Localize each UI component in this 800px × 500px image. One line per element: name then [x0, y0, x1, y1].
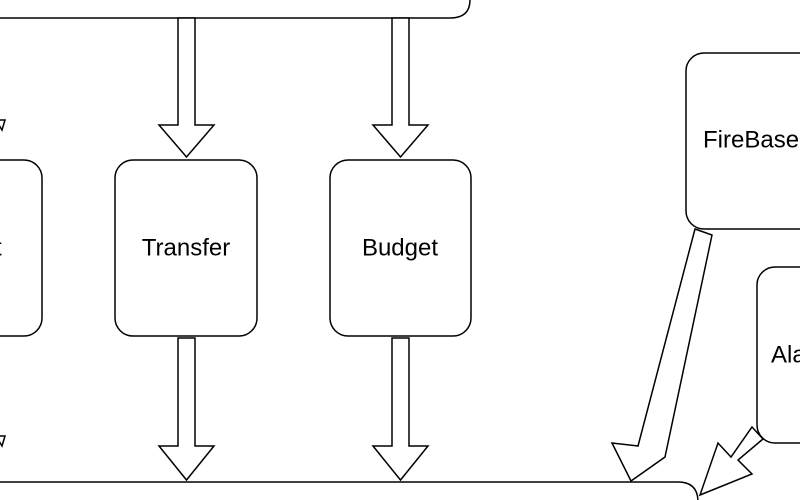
arrow-top-to-transfer: [157, 17, 216, 159]
left-partial-node: [0, 159, 43, 337]
alarm-node: [756, 266, 800, 444]
top-container-node: [0, 0, 471, 19]
firebase-node-label: FireBase: [703, 126, 799, 153]
left-partial-node-label: t: [0, 234, 2, 261]
transfer-node-label: Transfer: [142, 234, 230, 261]
bottom-container-node: [0, 481, 699, 500]
transfer-node: [114, 159, 258, 337]
arrow-firebase-to-bottom: [610, 228, 713, 483]
arrow-transfer-to-bottom: [157, 337, 216, 482]
alarm-node-label: Ala: [771, 341, 800, 368]
left-edge-arrow-top: [0, 119, 7, 132]
arrow-alarm-to-bottom: [698, 425, 765, 497]
budget-node: [329, 159, 472, 337]
arrow-top-to-budget: [371, 17, 430, 159]
arrow-budget-to-bottom: [371, 337, 430, 482]
left-edge-arrow-bottom: [0, 435, 7, 448]
budget-node-label: Budget: [362, 234, 438, 261]
firebase-node: [685, 52, 800, 230]
